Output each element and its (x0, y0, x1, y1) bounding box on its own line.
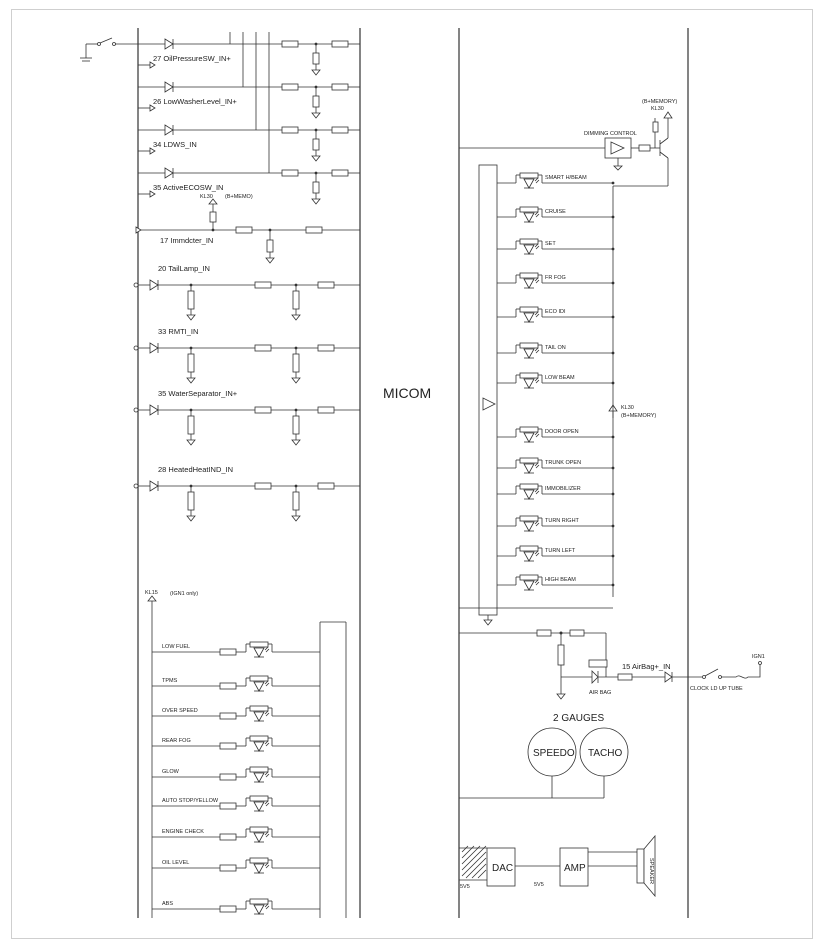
indicator-label: AUTO STOP/YELLOW (162, 798, 219, 804)
indicator-row: SET (497, 238, 615, 255)
svg-text:DIMMING CONTROL: DIMMING CONTROL (584, 131, 637, 137)
input-label: 33 RMTI_IN (158, 327, 198, 336)
indicator-label: TPMS (162, 678, 178, 684)
svg-text:CLOCK LD UP TUBE: CLOCK LD UP TUBE (690, 686, 743, 692)
indicator-row: TPMS (152, 675, 320, 692)
svg-text:5V5: 5V5 (534, 882, 544, 888)
svg-text:DAC: DAC (492, 863, 513, 874)
input-label: 27 OilPressureSW_IN+ (153, 54, 231, 63)
svg-text:KL15: KL15 (145, 590, 158, 596)
indicator-row: FR FOG (497, 272, 615, 289)
svg-text:KL30: KL30 (200, 194, 213, 200)
indicator-row: REAR FOG (152, 735, 320, 752)
input-circuit: 20 TailLamp_IN (133, 264, 360, 321)
indicator-row: CRUISE (497, 206, 615, 223)
input-label: 35 ActiveECOSW_IN (153, 183, 223, 192)
indicator-row: DOOR OPEN (497, 426, 615, 443)
kl15-supply: KL15 (IGN1 only) (145, 590, 347, 918)
svg-text:(B+MEMORY): (B+MEMORY) (642, 99, 677, 105)
input-circuit: 33 RMTI_IN (133, 327, 360, 384)
indicator-label: FR FOG (545, 275, 566, 281)
input-circuit: 26 LowWasherLevel_IN+ (138, 81, 360, 119)
indicator-row: OIL LEVEL (152, 857, 320, 874)
indicator-label: OIL LEVEL (162, 860, 189, 866)
diagram-frame (11, 9, 813, 939)
input-label: 26 LowWasherLevel_IN+ (153, 97, 237, 106)
svg-text:5V5: 5V5 (460, 884, 470, 890)
indicator-circuits-right: SMART H/BEAM CRUISE SET FR FOG ECO IDI TAIL O… (497, 172, 615, 591)
svg-text:AMP: AMP (564, 863, 586, 874)
indicator-label: LOW FUEL (162, 644, 190, 650)
input-label: 17 Immdcter_IN (160, 236, 213, 245)
indicator-row: AUTO STOP/YELLOW (152, 795, 320, 812)
indicator-row: TAIL ON (497, 342, 615, 359)
kl30-top: KL30 (B+MEMO) (200, 194, 253, 230)
indicator-row: ABS (152, 898, 320, 915)
svg-text:(B+MEMO): (B+MEMO) (225, 194, 253, 200)
indicator-label: TURN RIGHT (545, 518, 580, 524)
input-circuits: 27 OilPressureSW_IN+ 26 LowWasherLevel_IN… (133, 38, 360, 522)
indicator-row: IMMOBILIZER (497, 483, 615, 500)
svg-text:(B+MEMORY): (B+MEMORY) (621, 413, 656, 419)
input-label: 34 LDWS_IN (153, 140, 197, 149)
indicator-row: TRUNK OPEN (497, 457, 615, 474)
indicator-row: HIGH BEAM (497, 574, 615, 591)
indicator-label: SMART H/BEAM (545, 175, 587, 181)
input-circuit: 35 WaterSeparator_IN+ (133, 389, 360, 446)
indicator-label: TAIL ON (545, 345, 566, 351)
svg-text:15 AirBag+_IN: 15 AirBag+_IN (622, 662, 671, 671)
input-label: 20 TailLamp_IN (158, 264, 210, 273)
indicator-label: SET (545, 241, 556, 247)
svg-text:IGN1: IGN1 (752, 654, 765, 660)
gauges: 2 GAUGES SPEEDO TACHO (459, 713, 629, 799)
indicator-label: ENGINE CHECK (162, 829, 204, 835)
indicator-row: LOW BEAM (497, 372, 615, 389)
dimming-control: DIMMING CONTROL (B+MEMORY) KL30 (459, 99, 677, 187)
indicator-label: IMMOBILIZER (545, 486, 581, 492)
indicator-circuits-left: LOW FUEL TPMS OVER SPEED REAR FOG GLOW AUTO S… (152, 641, 320, 915)
indicator-label: HIGH BEAM (545, 577, 576, 583)
indicator-label: DOOR OPEN (545, 429, 579, 435)
indicator-label: LOW BEAM (545, 375, 575, 381)
indicator-row: ECO IDI (497, 306, 615, 323)
indicator-label: CRUISE (545, 209, 566, 215)
airbag-circuit: AIR BAG 15 AirBag+_IN IGN1 CLOCK LD UP T… (459, 629, 765, 700)
indicator-label: ABS (162, 901, 173, 907)
kl30-mid: KL30 (B+MEMORY) (608, 404, 656, 419)
input-label: 28 HeatedHeatIND_IN (158, 465, 233, 474)
indicator-row: LOW FUEL (152, 641, 320, 658)
indicator-row: SMART H/BEAM (497, 172, 615, 189)
svg-text:(IGN1 only): (IGN1 only) (170, 591, 198, 597)
oil-pressure-switch (80, 37, 138, 62)
indicator-label: TRUNK OPEN (545, 460, 581, 466)
indicator-label: REAR FOG (162, 738, 191, 744)
input-circuit: 35 ActiveECOSW_IN (138, 167, 360, 205)
indicator-row: ENGINE CHECK (152, 826, 320, 843)
indicator-row: GLOW (152, 766, 320, 783)
svg-text:TACHO: TACHO (588, 748, 622, 759)
input-circuit: 27 OilPressureSW_IN+ (138, 38, 360, 76)
input-circuit: 34 LDWS_IN (138, 124, 360, 162)
svg-text:KL30: KL30 (621, 405, 634, 411)
micom-label: MICOM (383, 385, 431, 401)
svg-text:SPEEDO: SPEEDO (533, 748, 575, 759)
indicator-label: ECO IDI (545, 309, 566, 315)
svg-text:AIR BAG: AIR BAG (589, 690, 611, 696)
indicator-row: TURN LEFT (497, 545, 615, 562)
svg-text:SPEAKER: SPEAKER (648, 858, 654, 884)
indicator-label: GLOW (162, 769, 180, 775)
svg-text:2 GAUGES: 2 GAUGES (553, 713, 604, 724)
indicator-row: OVER SPEED (152, 705, 320, 722)
indicator-row: TURN RIGHT (497, 515, 615, 532)
audio-chain: DAC 5V5 AMP 5V5 SPEAKER (459, 834, 656, 898)
indicator-label: OVER SPEED (162, 708, 198, 714)
input-circuit: 17 Immdcter_IN (135, 226, 360, 264)
indicator-label: TURN LEFT (545, 548, 576, 554)
buffer-column (459, 164, 614, 626)
input-circuit: 28 HeatedHeatIND_IN (133, 465, 360, 522)
input-label: 35 WaterSeparator_IN+ (158, 389, 238, 398)
svg-text:KL30: KL30 (651, 106, 664, 112)
